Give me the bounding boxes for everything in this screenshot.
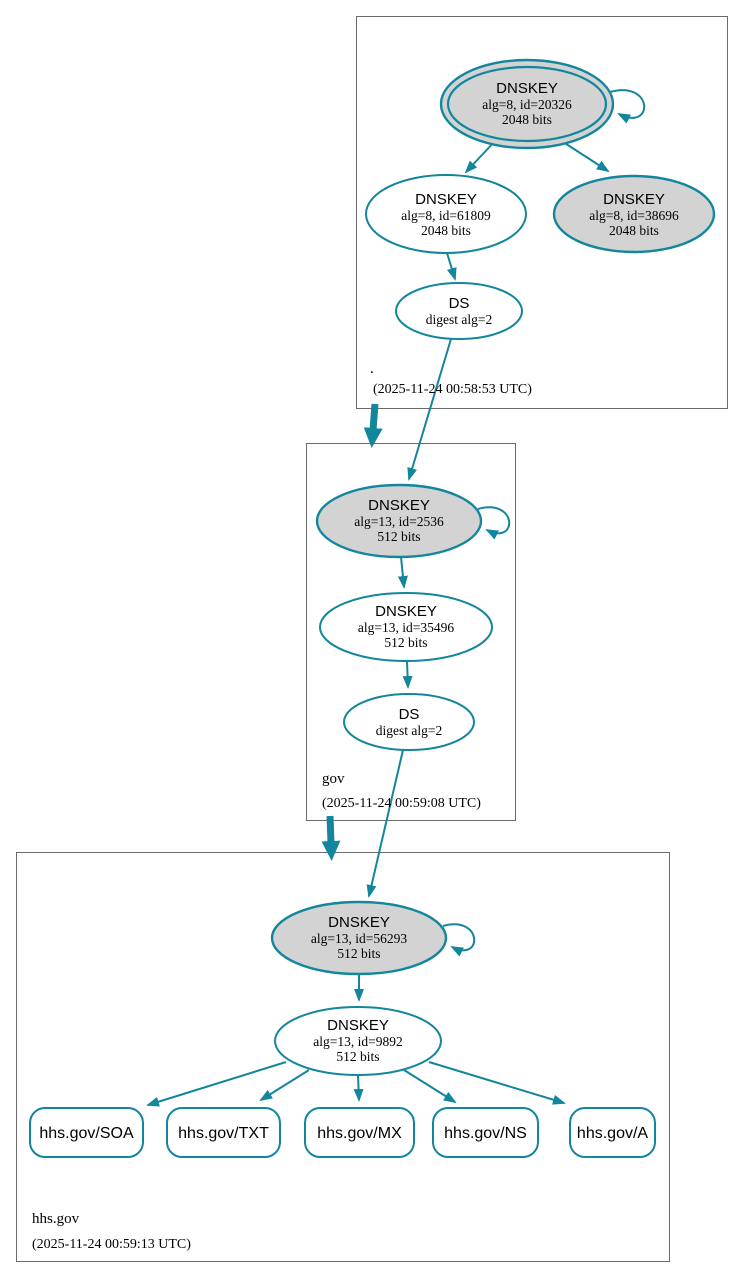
rrset-node-hhs-gov-soa[interactable]: hhs.gov/SOA: [29, 1107, 144, 1158]
rrset-label: hhs.gov/TXT: [178, 1125, 269, 1142]
rrset-node-hhs-gov-txt[interactable]: hhs.gov/TXT: [166, 1107, 281, 1158]
node-hhs-ksk-dnskey-56293[interactable]: DNSKEY alg=13, id=56293 512 bits: [270, 900, 448, 976]
zone-timestamp-root: (2025-11-24 00:58:53 UTC): [373, 382, 532, 397]
ds-ellipse[interactable]: [343, 693, 475, 751]
dnskey-ellipse[interactable]: [552, 174, 716, 254]
node-hhs-zsk-dnskey-9892[interactable]: DNSKEY alg=13, id=9892 512 bits: [274, 1006, 442, 1076]
rrset-label: hhs.gov/MX: [317, 1125, 402, 1142]
zone-label-root: .: [370, 361, 374, 377]
self-sign-loop-gov-ksk: [477, 506, 511, 540]
edge-hhs-zsk-to-soa: [146, 1061, 287, 1107]
ksk-inner-ellipse: [446, 65, 608, 143]
rrset-rect[interactable]: [166, 1107, 281, 1158]
node-title: DNSKEY: [603, 191, 665, 208]
node-bits: 2048 bits: [609, 223, 659, 238]
edge-hhs-zsk-to-txt: [259, 1069, 310, 1102]
node-title: DNSKEY: [415, 191, 477, 208]
node-detail: alg=13, id=2536: [354, 514, 444, 529]
zone-box-root: [356, 16, 728, 409]
edge-hhs-zsk-to-ns: [403, 1069, 457, 1104]
ksk-ellipse[interactable]: [315, 483, 483, 559]
zsk-ellipse[interactable]: [319, 592, 493, 662]
zsk-ellipse[interactable]: [274, 1006, 442, 1076]
node-title: DNSKEY: [328, 914, 390, 931]
node-detail: digest alg=2: [376, 723, 442, 738]
rrset-node-hhs-gov-a[interactable]: hhs.gov/A: [569, 1107, 656, 1158]
ksk-outer-ellipse[interactable]: [439, 58, 615, 150]
node-title: DNSKEY: [327, 1017, 389, 1034]
node-detail: digest alg=2: [426, 312, 492, 327]
node-detail: alg=13, id=9892: [313, 1034, 402, 1049]
node-root-dnskey-38696[interactable]: DNSKEY alg=8, id=38696 2048 bits: [552, 174, 716, 254]
node-root-ksk-dnskey-20326[interactable]: DNSKEY alg=8, id=20326 2048 bits: [439, 58, 615, 150]
edge-gov-ksk-to-zsk: [397, 556, 408, 589]
self-sign-loop-root-ksk: [609, 89, 646, 124]
node-bits: 512 bits: [384, 635, 427, 650]
zone-box-gov: [306, 443, 516, 821]
edge-root-ds-to-gov-ksk: [407, 338, 452, 481]
edge-hhs-zsk-to-a: [428, 1061, 566, 1105]
edge-hhs-zsk-to-mx: [353, 1074, 364, 1102]
node-detail: alg=13, id=56293: [311, 931, 407, 946]
node-bits: 512 bits: [377, 529, 420, 544]
rrset-rect[interactable]: [304, 1107, 415, 1158]
node-bits: 2048 bits: [502, 112, 552, 127]
self-sign-loop-hhs-ksk: [442, 923, 476, 957]
rrset-rect[interactable]: [29, 1107, 144, 1158]
rrset-label: hhs.gov/NS: [444, 1125, 527, 1142]
zone-label-gov: gov: [322, 771, 345, 787]
zone-label-hhs-gov: hhs.gov: [32, 1211, 80, 1227]
edge-root-ksk-to-key2: [559, 139, 610, 173]
node-title: DS: [449, 295, 470, 312]
node-title: DNSKEY: [375, 603, 437, 620]
delegation-arrow-root-to-gov: [363, 403, 383, 448]
zsk-ellipse[interactable]: [365, 174, 527, 254]
node-gov-ds[interactable]: DS digest alg=2: [343, 693, 475, 751]
node-bits: 2048 bits: [421, 223, 471, 238]
rrset-node-hhs-gov-mx[interactable]: hhs.gov/MX: [304, 1107, 415, 1158]
zone-box-hhs-gov: [16, 852, 670, 1262]
edge-gov-ds-to-hhs-ksk: [366, 749, 404, 898]
ksk-ellipse[interactable]: [270, 900, 448, 976]
node-title: DNSKEY: [496, 80, 558, 97]
node-root-ds[interactable]: DS digest alg=2: [395, 282, 523, 340]
node-title: DS: [399, 706, 420, 723]
node-gov-ksk-dnskey-2536[interactable]: DNSKEY alg=13, id=2536 512 bits: [315, 483, 483, 559]
ds-ellipse[interactable]: [395, 282, 523, 340]
zone-timestamp-gov: (2025-11-24 00:59:08 UTC): [322, 796, 481, 811]
rrset-rect[interactable]: [569, 1107, 656, 1158]
node-detail: alg=8, id=20326: [482, 97, 572, 112]
edge-root-zsk-to-ds: [446, 252, 457, 281]
node-root-zsk-dnskey-61809[interactable]: DNSKEY alg=8, id=61809 2048 bits: [365, 174, 527, 254]
rrset-label: hhs.gov/A: [577, 1125, 648, 1142]
node-bits: 512 bits: [336, 1049, 379, 1064]
node-detail: alg=8, id=61809: [401, 208, 491, 223]
node-gov-zsk-dnskey-35496[interactable]: DNSKEY alg=13, id=35496 512 bits: [319, 592, 493, 662]
rrset-rect[interactable]: [432, 1107, 539, 1158]
node-bits: 512 bits: [337, 946, 380, 961]
node-detail: alg=8, id=38696: [589, 208, 679, 223]
edge-gov-zsk-to-ds: [402, 660, 413, 689]
rrset-node-hhs-gov-ns[interactable]: hhs.gov/NS: [432, 1107, 539, 1158]
node-detail: alg=13, id=35496: [358, 620, 454, 635]
delegation-arrow-gov-to-hhs-gov: [321, 815, 341, 861]
zone-timestamp-hhs-gov: (2025-11-24 00:59:13 UTC): [32, 1237, 191, 1252]
rrset-label: hhs.gov/SOA: [39, 1125, 134, 1142]
node-title: DNSKEY: [368, 497, 430, 514]
